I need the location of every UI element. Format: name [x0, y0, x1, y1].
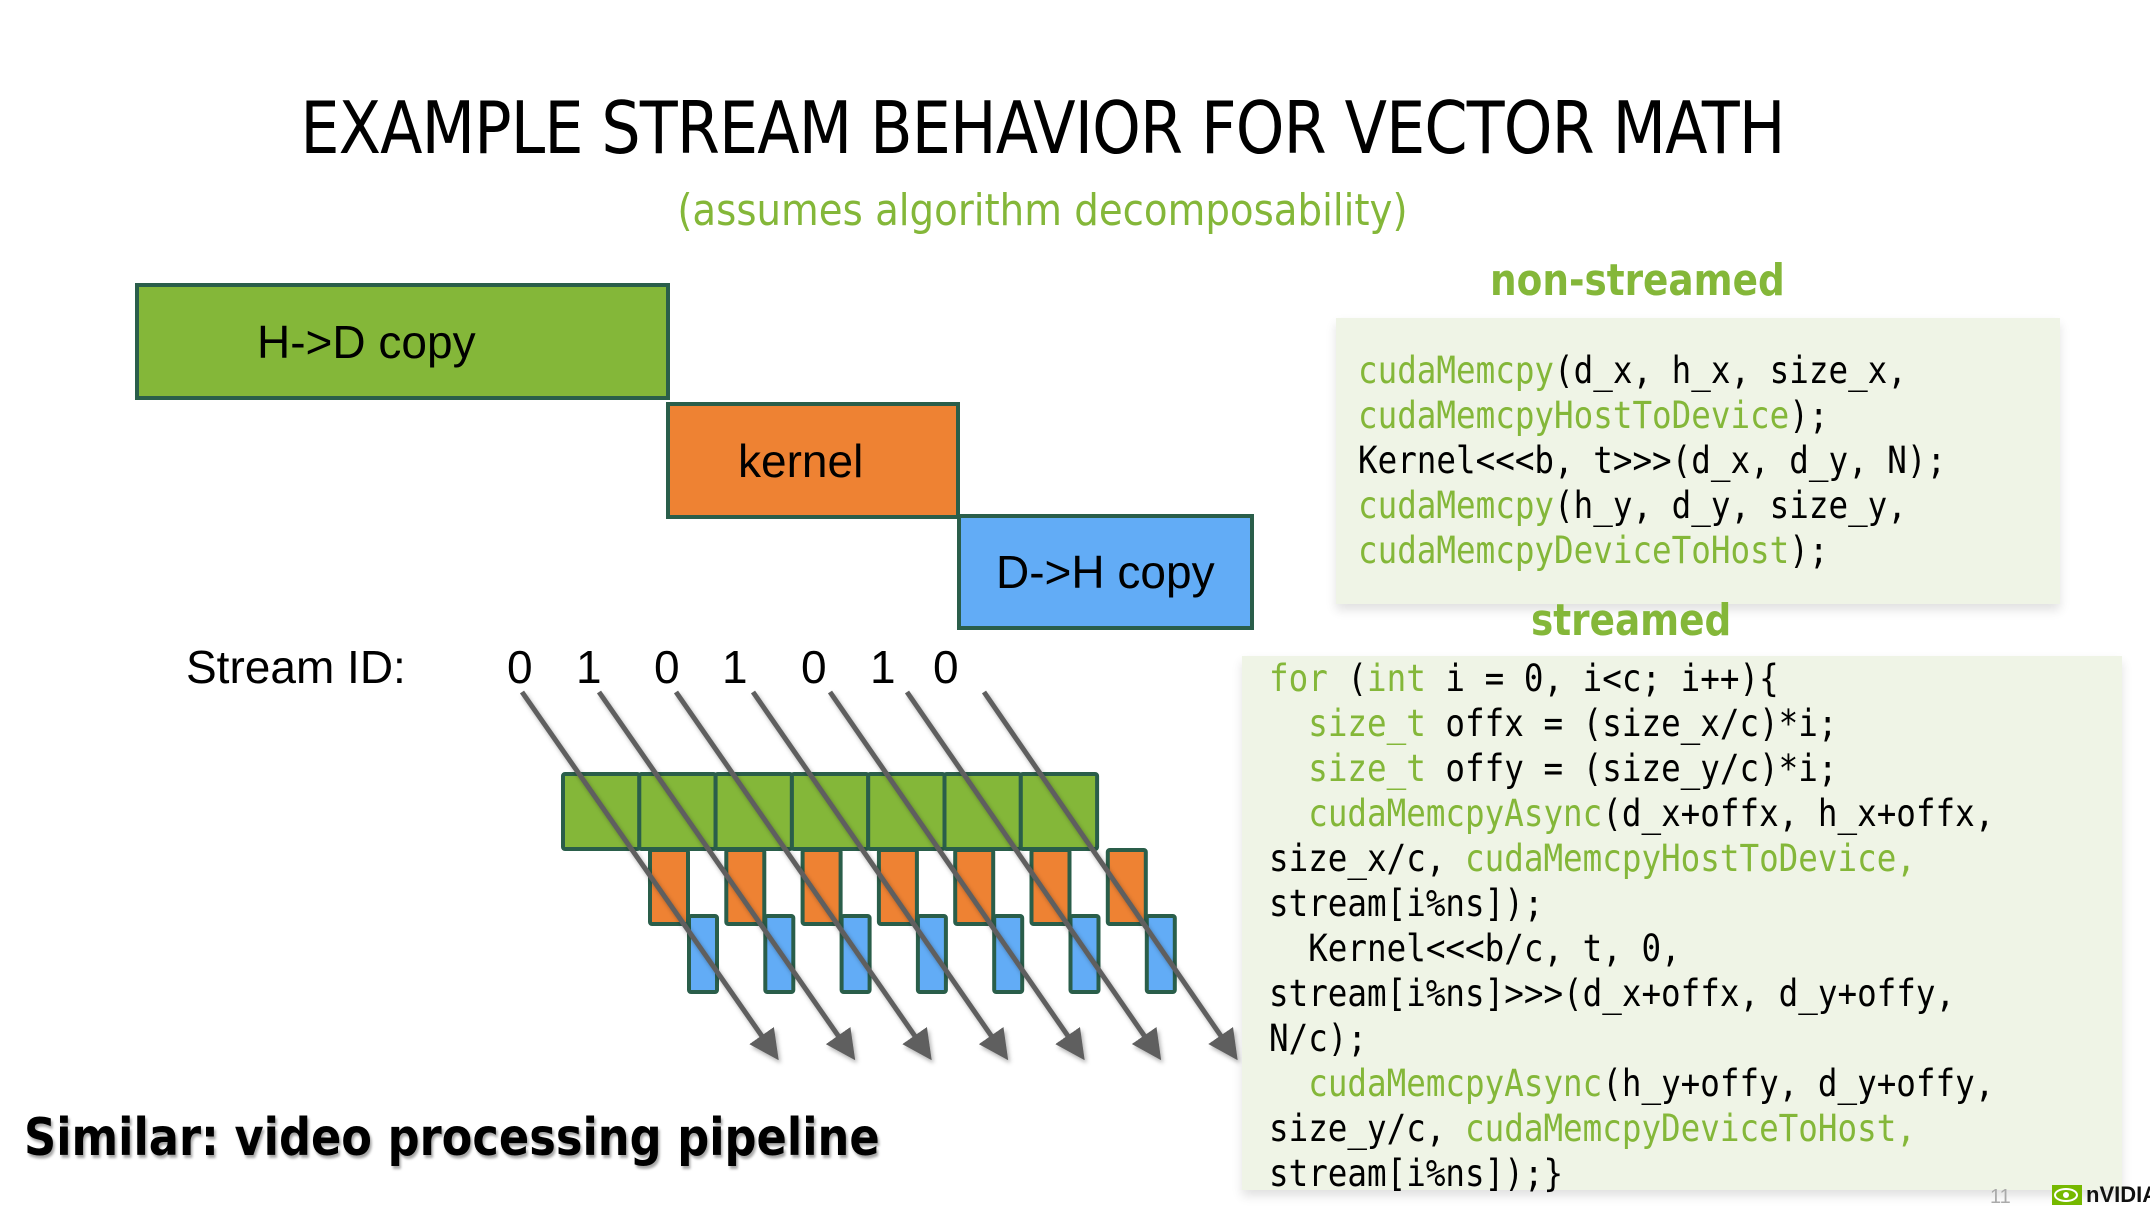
code-text: size_x/c, [1269, 837, 1466, 880]
stream-id-1: 1 [576, 641, 602, 693]
stream-arrow-0 [519, 690, 779, 1061]
code-text: Kernel<<<b/c, t, 0, [1269, 927, 1681, 970]
hd-chunk-2 [713, 772, 794, 851]
stream-arrow-5 [904, 690, 1162, 1061]
non-streamed-heading: non-streamed [1490, 255, 1785, 306]
streamed-line-8: N/c); [1269, 1016, 1994, 1061]
kernel-chunk-2 [800, 848, 843, 926]
kernel-chunk-6 [1105, 848, 1148, 926]
non-streamed-line-4: cudaMemcpyDeviceToHost); [1358, 528, 1946, 573]
hd-chunk-1 [637, 772, 718, 851]
dh-chunk-5 [1068, 914, 1101, 994]
streamed-line-10: size_y/c, cudaMemcpyDeviceToHost, [1269, 1106, 1994, 1151]
stream-id-3: 1 [722, 641, 748, 693]
footer-note: Similar: video processing pipeline [24, 1108, 880, 1168]
code-keyword: for [1269, 657, 1328, 700]
streamed-line-3: cudaMemcpyAsync(d_x+offx, h_x+offx, [1269, 791, 1994, 836]
code-text: (d_x, h_x, size_x, [1554, 349, 1907, 392]
streamed-line-2: size_t offy = (size_y/c)*i; [1269, 746, 1994, 791]
stream-arrow-2 [673, 690, 932, 1061]
code-keyword: size_t [1308, 702, 1426, 745]
stage-dh-copy: D->H copy [957, 514, 1254, 630]
stream-id-5: 1 [870, 641, 896, 693]
stream-arrow-4 [827, 690, 1085, 1061]
stream-id-label: Stream ID: [186, 641, 406, 693]
code-keyword: size_t [1308, 747, 1426, 790]
code-text: stream[i%ns]); [1269, 882, 1544, 925]
stream-id-2: 0 [654, 641, 680, 693]
stage-hd-copy-label: H->D copy [257, 315, 476, 368]
code-keyword: int [1367, 657, 1426, 700]
stream-id-4: 0 [801, 641, 827, 693]
kernel-chunk-1 [724, 848, 767, 926]
kernel-chunk-0 [648, 848, 690, 926]
code-text: i = 0, i<c; i++){ [1425, 657, 1779, 700]
code-text: offy = (size_y/c)*i; [1425, 747, 1838, 790]
stream-id-6: 0 [933, 641, 959, 693]
code-text: ( [1327, 657, 1368, 700]
code-text: offx = (size_x/c)*i; [1425, 702, 1838, 745]
code-text: ); [1789, 529, 1829, 572]
stage-kernel-label: kernel [738, 434, 864, 487]
code-text: ); [1789, 394, 1829, 437]
nvidia-logo: nVIDIA [2052, 1182, 2150, 1208]
code-text: stream[i%ns]);} [1269, 1152, 1564, 1195]
non-streamed-code: cudaMemcpy(d_x, h_x, size_x,cudaMemcpyHo… [1358, 348, 1946, 573]
code-keyword: cudaMemcpyDeviceToHost [1358, 529, 1790, 572]
stream-arrow-6 [981, 690, 1238, 1061]
code-text: N/c); [1269, 1017, 1368, 1060]
code-keyword: cudaMemcpyDeviceToHost, [1465, 1107, 1916, 1150]
code-keyword: cudaMemcpy [1358, 484, 1555, 527]
streamed-line-0: for (int i = 0, i<c; i++){ [1269, 656, 1994, 701]
stream-arrow-1 [596, 690, 856, 1061]
code-text [1269, 747, 1308, 790]
nvidia-eye-icon [2052, 1185, 2082, 1205]
code-keyword: cudaMemcpyAsync [1308, 1062, 1603, 1105]
slide-title: EXAMPLE STREAM BEHAVIOR FOR VECTOR MATH [300, 86, 1785, 170]
code-text: (h_y, d_y, size_y, [1554, 484, 1907, 527]
non-streamed-line-3: cudaMemcpy(h_y, d_y, size_y, [1358, 483, 1946, 528]
stage-kernel: kernel [666, 402, 960, 519]
kernel-chunk-5 [1029, 848, 1072, 926]
code-text: (h_y+offy, d_y+offy, [1602, 1062, 1995, 1105]
streamed-line-4: size_x/c, cudaMemcpyHostToDevice, [1269, 836, 1994, 881]
code-text [1269, 1062, 1308, 1105]
streamed-code: for (int i = 0, i<c; i++){ size_t offx =… [1269, 656, 1994, 1196]
code-text: (d_x+offx, h_x+offx, [1602, 792, 1995, 835]
non-streamed-line-2: Kernel<<<b, t>>>(d_x, d_y, N); [1358, 438, 1946, 483]
non-streamed-code-block: cudaMemcpy(d_x, h_x, size_x,cudaMemcpyHo… [1336, 318, 2060, 604]
slide-subtitle: (assumes algorithm decomposability) [677, 185, 1408, 236]
code-keyword: cudaMemcpyAsync [1308, 792, 1603, 835]
dh-chunk-6 [1144, 914, 1177, 994]
kernel-chunk-3 [876, 848, 919, 926]
stream-arrows [519, 690, 1238, 1061]
hd-chunk-0 [561, 772, 642, 851]
code-keyword: cudaMemcpyHostToDevice [1358, 394, 1790, 437]
kernel-chunk-4 [953, 848, 996, 926]
stream-arrow-3 [750, 690, 1009, 1061]
streamed-line-1: size_t offx = (size_x/c)*i; [1269, 701, 1994, 746]
streamed-code-block: for (int i = 0, i<c; i++){ size_t offx =… [1242, 656, 2122, 1195]
streamed-line-7: stream[i%ns]>>>(d_x+offx, d_y+offy, [1269, 971, 1994, 1016]
page-number: 11 [1990, 1186, 2011, 1208]
code-text [1269, 702, 1308, 745]
stream-id-0: 0 [507, 641, 533, 693]
code-text: Kernel<<<b, t>>>(d_x, d_y, N); [1358, 439, 1947, 482]
code-text: stream[i%ns]>>>(d_x+offx, d_y+offy, [1269, 972, 1956, 1015]
streamed-line-5: stream[i%ns]); [1269, 881, 1994, 926]
nvidia-logo-text: nVIDIA [2086, 1182, 2150, 1207]
stage-hd-copy: H->D copy [135, 283, 670, 400]
streamed-line-6: Kernel<<<b/c, t, 0, [1269, 926, 1994, 971]
non-streamed-line-1: cudaMemcpyHostToDevice); [1358, 393, 1946, 438]
code-keyword: cudaMemcpy [1358, 349, 1555, 392]
streamed-line-11: stream[i%ns]);} [1269, 1151, 1994, 1196]
code-text: size_y/c, [1269, 1107, 1466, 1150]
non-streamed-line-0: cudaMemcpy(d_x, h_x, size_x, [1358, 348, 1946, 393]
stage-dh-copy-label: D->H copy [996, 546, 1215, 598]
code-keyword: cudaMemcpyHostToDevice, [1465, 837, 1916, 880]
code-text [1269, 792, 1308, 835]
streamed-line-9: cudaMemcpyAsync(h_y+offy, d_y+offy, [1269, 1061, 1994, 1106]
streamed-heading: streamed [1531, 595, 1732, 646]
